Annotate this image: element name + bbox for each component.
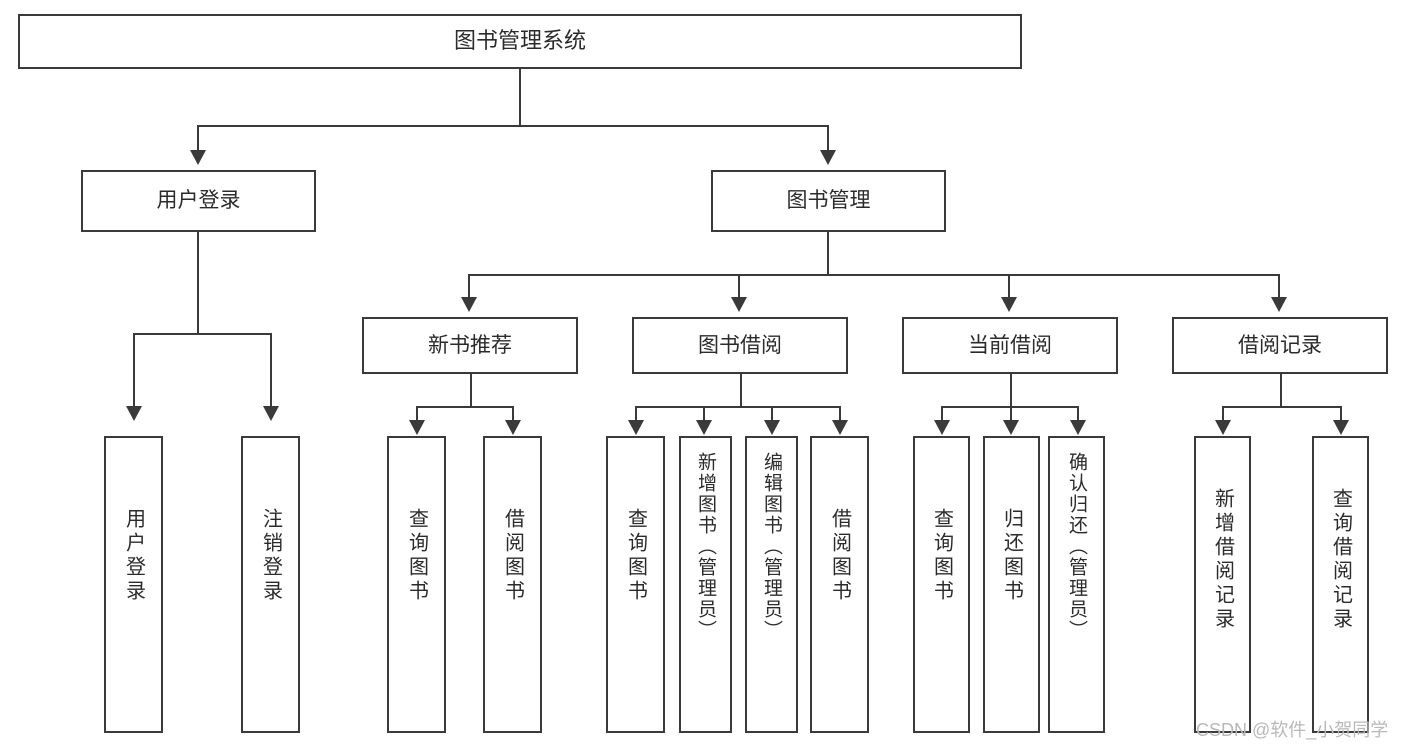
- connector-book-borrow-split-bar: [635, 406, 841, 408]
- node-new-book-recommend[interactable]: 新书推荐: [362, 317, 578, 374]
- arrow-user-login-leaf-2: [263, 406, 279, 421]
- connector-root-trunk: [519, 69, 521, 125]
- leaf-borrow-record-query-record[interactable]: 查询借阅记录: [1312, 436, 1369, 733]
- connector-bm-to-book-borrow: [738, 274, 740, 297]
- connector-book-borrow-trunk: [740, 374, 742, 406]
- node-label: 借阅记录: [1238, 333, 1322, 357]
- leaf-book-borrow-edit-book-admin[interactable]: 编辑图书（管理员）: [745, 436, 798, 733]
- leaf-label: 借阅图书: [501, 508, 524, 604]
- arrow-book-borrow-leaf-4: [832, 420, 848, 435]
- node-current-borrow[interactable]: 当前借阅: [902, 317, 1118, 374]
- leaf-user-login-logout[interactable]: 注销登录: [241, 436, 300, 733]
- leaf-label: 查询图书: [930, 508, 953, 604]
- connector-user-login-branch-2: [270, 333, 272, 406]
- leaf-new-book-borrow-book[interactable]: 借阅图书: [483, 436, 542, 733]
- leaf-label: 确认归还（管理员）: [1066, 452, 1087, 641]
- node-book-borrow[interactable]: 图书借阅: [632, 317, 848, 374]
- connector-bm-to-new-book: [468, 274, 470, 297]
- csdn-watermark: CSDN @软件_小贺同学: [1196, 720, 1389, 740]
- leaf-user-login-login[interactable]: 用户登录: [104, 436, 163, 733]
- arrow-book-borrow-leaf-2: [696, 420, 712, 435]
- connector-user-login-branch-1: [133, 333, 135, 406]
- connector-current-borrow-branch-2: [1010, 406, 1012, 420]
- connector-current-borrow-trunk: [1010, 374, 1012, 406]
- connector-root-to-book-management: [827, 125, 829, 150]
- node-user-login[interactable]: 用户登录: [81, 170, 316, 232]
- leaf-label: 借阅图书: [828, 508, 851, 604]
- connector-book-borrow-branch-3: [771, 406, 773, 420]
- node-label: 图书借阅: [698, 333, 782, 357]
- connector-borrow-record-trunk: [1280, 374, 1282, 406]
- arrow-bm-to-current-borrow: [1001, 297, 1017, 312]
- leaf-label: 注销登录: [259, 508, 282, 604]
- leaf-label: 查询图书: [405, 508, 428, 604]
- connector-book-borrow-branch-1: [635, 406, 637, 420]
- connector-book-borrow-branch-4: [839, 406, 841, 420]
- arrow-borrow-record-leaf-2: [1333, 420, 1349, 435]
- leaf-label: 新增借阅记录: [1211, 488, 1234, 632]
- connector-new-book-branch-2: [512, 406, 514, 420]
- connector-new-book-branch-1: [416, 406, 418, 420]
- node-label: 图书管理: [786, 189, 871, 213]
- connector-current-borrow-branch-3: [1077, 406, 1079, 420]
- connector-borrow-record-branch-2: [1340, 406, 1342, 420]
- connector-current-borrow-split-bar: [941, 406, 1078, 408]
- node-label: 新书推荐: [428, 333, 512, 357]
- leaf-label: 查询图书: [624, 508, 647, 604]
- connector-bm-to-borrow-record: [1278, 274, 1280, 297]
- arrow-root-to-book-management: [820, 150, 836, 165]
- connector-book-borrow-branch-2: [703, 406, 705, 420]
- connector-root-to-user-login: [197, 125, 199, 150]
- arrow-current-borrow-leaf-1: [934, 420, 950, 435]
- connector-book-management-split-bar: [468, 274, 1280, 276]
- leaf-book-borrow-add-book-admin[interactable]: 新增图书（管理员）: [679, 436, 732, 733]
- connector-book-management-trunk: [827, 232, 829, 274]
- arrow-user-login-leaf-1: [126, 406, 142, 421]
- connector-user-login-split-bar: [133, 333, 272, 335]
- leaf-book-borrow-borrow-book[interactable]: 借阅图书: [810, 436, 869, 733]
- leaf-label: 新增图书（管理员）: [695, 452, 716, 641]
- arrow-bm-to-new-book: [461, 297, 477, 312]
- connector-borrow-record-split-bar: [1222, 406, 1341, 408]
- arrow-current-borrow-leaf-2: [1003, 420, 1019, 435]
- leaf-current-borrow-return-book[interactable]: 归还图书: [983, 436, 1040, 733]
- arrow-book-borrow-leaf-1: [628, 420, 644, 435]
- arrow-bm-to-book-borrow: [731, 297, 747, 312]
- connector-new-book-trunk: [470, 374, 472, 406]
- arrow-borrow-record-leaf-1: [1215, 420, 1231, 435]
- node-label: 当前借阅: [968, 333, 1052, 357]
- arrow-new-book-leaf-1: [409, 420, 425, 435]
- leaf-borrow-record-add-record[interactable]: 新增借阅记录: [1194, 436, 1251, 733]
- node-root-book-management-system[interactable]: 图书管理系统: [18, 14, 1022, 69]
- arrow-current-borrow-leaf-3: [1070, 420, 1086, 435]
- node-borrow-record[interactable]: 借阅记录: [1172, 317, 1388, 374]
- leaf-label: 用户登录: [122, 508, 145, 604]
- leaf-current-borrow-query-book[interactable]: 查询图书: [913, 436, 970, 733]
- leaf-label: 编辑图书（管理员）: [761, 452, 782, 641]
- arrow-bm-to-borrow-record: [1271, 297, 1287, 312]
- node-book-management[interactable]: 图书管理: [711, 170, 946, 232]
- node-label: 用户登录: [156, 189, 241, 213]
- arrow-book-borrow-leaf-3: [764, 420, 780, 435]
- connector-user-login-trunk: [197, 232, 199, 333]
- leaf-current-borrow-confirm-return-admin[interactable]: 确认归还（管理员）: [1048, 436, 1105, 733]
- leaf-book-borrow-query-book[interactable]: 查询图书: [606, 436, 665, 733]
- connector-root-split-bar: [197, 125, 829, 127]
- arrow-new-book-leaf-2: [505, 420, 521, 435]
- leaf-label: 查询借阅记录: [1329, 488, 1352, 632]
- connector-bm-to-current-borrow: [1008, 274, 1010, 297]
- leaf-label: 归还图书: [1000, 508, 1023, 604]
- leaf-new-book-query-book[interactable]: 查询图书: [387, 436, 446, 733]
- connector-current-borrow-branch-1: [941, 406, 943, 420]
- node-label: 图书管理系统: [453, 28, 586, 54]
- arrow-root-to-user-login: [190, 150, 206, 165]
- connector-new-book-split-bar: [416, 406, 514, 408]
- connector-borrow-record-branch-1: [1222, 406, 1224, 420]
